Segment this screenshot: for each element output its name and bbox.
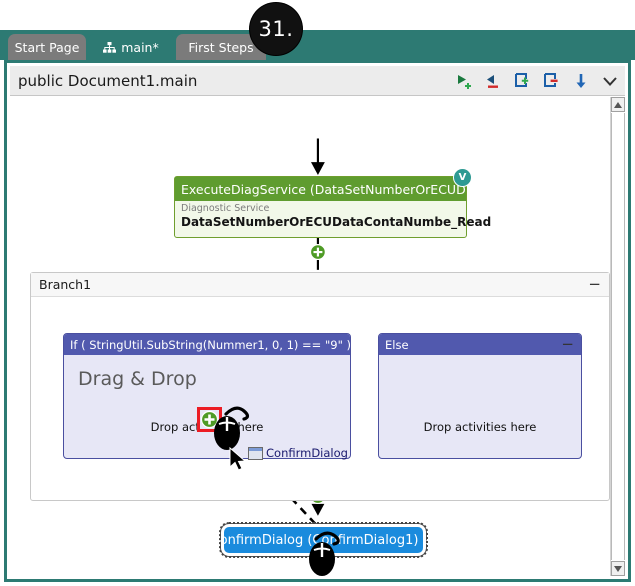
drop-target-highlight[interactable]: [197, 407, 222, 432]
scroll-up-button[interactable]: [611, 97, 625, 112]
drag-ghost-confirm-dialog: ConfirmDialog: [248, 446, 348, 460]
step-number-badge: 31.: [250, 3, 302, 55]
wrench-icon: [422, 533, 436, 547]
node-confirm-dialog[interactable]: ConfirmDialog (ConfirmDialog1): [211, 522, 435, 558]
block-else[interactable]: Else − Drop activities here: [378, 333, 582, 459]
drag-ghost-label: ConfirmDialog: [266, 446, 348, 460]
scrollbar-track[interactable]: [611, 113, 625, 560]
block-if-title: If ( StringUtil.SubString(Nummer1, 0, 1)…: [70, 337, 351, 352]
move-down-icon[interactable]: [572, 72, 590, 90]
tab-main-label: main*: [121, 39, 159, 55]
step-number-badge-label: 31.: [258, 17, 294, 41]
page-title: public Document1.main: [18, 71, 198, 90]
branch-title: Branch1: [39, 277, 92, 292]
node-execute-diag-service-header: ExecuteDiagService (DataSetNumberOrECUDa…: [175, 177, 466, 201]
expand-chevron-icon[interactable]: [601, 72, 619, 90]
tab-strip: Start Page main* First Steps: [0, 30, 635, 60]
tab-start-page-label: Start Page: [14, 39, 80, 55]
tab-main[interactable]: main*: [88, 34, 174, 60]
branch-header: Branch1 −: [31, 273, 609, 297]
flow-canvas[interactable]: ExecuteDiagService (DataSetNumberOrECUDa…: [10, 97, 611, 576]
vertical-scrollbar[interactable]: [610, 97, 625, 576]
block-if-header: If ( StringUtil.SubString(Nummer1, 0, 1)…: [64, 334, 350, 355]
remove-block-icon[interactable]: [543, 72, 561, 90]
block-else-title: Else: [385, 337, 409, 352]
add-step-icon[interactable]: [456, 72, 474, 90]
block-else-collapse-button[interactable]: −: [561, 335, 574, 353]
drag-and-drop-watermark: Drag & Drop: [78, 368, 197, 390]
node-execute-diag-service[interactable]: ExecuteDiagService (DataSetNumberOrECUDa…: [174, 168, 492, 238]
block-else-drop-text: Drop activities here: [423, 420, 537, 434]
branch-collapse-button[interactable]: −: [588, 275, 601, 293]
validated-badge: V: [453, 168, 472, 187]
insert-handle-exec: [309, 244, 326, 261]
node-execute-diag-service-value: DataSetNumberOrECUDataContaNumbe_Read: [181, 215, 492, 229]
editor-title-bar: public Document1.main: [10, 66, 625, 96]
hierarchy-icon: [103, 41, 117, 53]
flow-editor: public Document1.main: [4, 60, 631, 582]
add-block-icon[interactable]: [514, 72, 532, 90]
tab-first-steps-label: First Steps: [188, 39, 254, 55]
tab-start-page[interactable]: Start Page: [8, 34, 86, 60]
node-execute-diag-service-subtitle: Diagnostic Service: [181, 203, 270, 214]
block-else-header: Else −: [379, 334, 581, 355]
remove-step-icon[interactable]: [485, 72, 503, 90]
dialog-icon: [248, 446, 263, 460]
node-confirm-dialog-label: ConfirmDialog (ConfirmDialog1): [210, 532, 419, 548]
editor-toolbar: [456, 66, 619, 96]
scroll-down-button[interactable]: [611, 561, 625, 576]
block-if[interactable]: If ( StringUtil.SubString(Nummer1, 0, 1)…: [63, 333, 351, 459]
